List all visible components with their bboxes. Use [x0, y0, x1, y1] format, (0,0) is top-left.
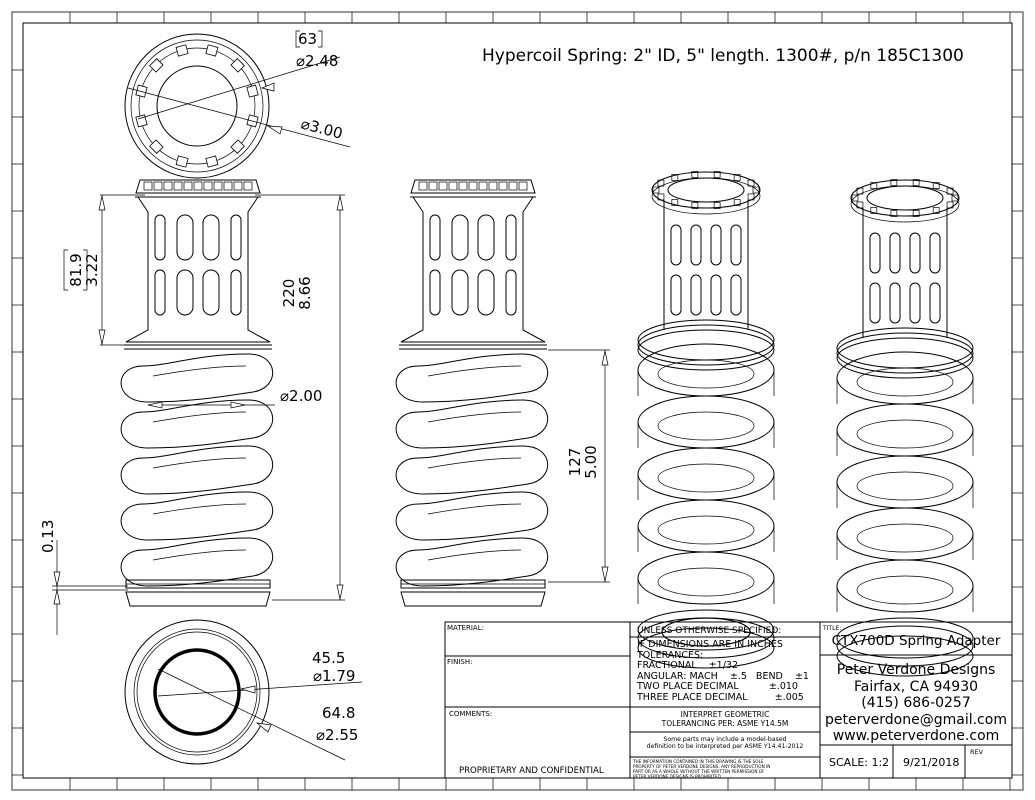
tolerance-line: IF DIMENSIONS ARE IN INCHES — [637, 639, 783, 650]
dim-overall-height: 220 8.66 — [280, 276, 314, 309]
isometric-view-1 — [637, 171, 775, 669]
company-address: Fairfax, CA 94930 — [853, 678, 979, 695]
date: 9/21/2018 — [903, 756, 960, 769]
dim-base-gap: 0.13 — [39, 520, 57, 553]
unless-specified: UNLESS OTHERWISE SPECIFIED: — [637, 626, 782, 636]
tolerances: IF DIMENSIONS ARE IN INCHES TOLERANCES: … — [637, 639, 809, 703]
notice-line: THE INFORMATION CONTAINED IN THIS DRAWIN… — [633, 759, 764, 764]
dim-top-inner-mm: 63 — [298, 30, 317, 48]
dim-top-inner-in: ⌀2.48 — [296, 52, 338, 70]
scale: SCALE: 1:2 — [829, 756, 890, 769]
dim-overall-height-mm: 220 — [280, 279, 298, 308]
material-label: MATERIAL: — [447, 624, 484, 632]
dim-bottom-inner-in: ⌀1.79 — [313, 667, 355, 685]
company-website: www.peterverdone.com — [832, 728, 1000, 744]
model-based-line-1: Some parts may include a model-based — [663, 736, 787, 743]
company-info: Peter Verdone Designs Fairfax, CA 94930 … — [820, 662, 1012, 745]
dim-adapter-height: 81.9 3.22 — [63, 249, 101, 291]
bottom-view — [124, 619, 363, 765]
front-view-assembly — [120, 179, 274, 607]
dim-spring-length-in: 5.00 — [582, 445, 600, 478]
notice-line: PART OR AS A WHOLE WITHOUT THE WRITTEN P… — [633, 769, 765, 774]
company-email: peterverdone@gmail.com — [825, 711, 1007, 728]
tolerance-line: FRACTIONAL ±1/32 — [637, 660, 738, 671]
title-block-grid — [444, 621, 1013, 779]
tolerance-line: TOLERANCES: — [637, 649, 704, 661]
title-label: TITLE: — [823, 625, 842, 632]
rev-label: REV — [970, 748, 984, 756]
tolerance-line: THREE PLACE DECIMAL ±.005 — [637, 691, 804, 703]
notice-line: PETER VERDONE DESIGNS IS PROHIBITED. — [633, 774, 723, 779]
comments-label: COMMENTS: — [449, 710, 493, 718]
dim-bottom-outer-in: ⌀2.55 — [316, 726, 358, 744]
company-phone: (415) 686-0257 — [861, 695, 971, 711]
model-based-line-2: definition to be interpreted per ASME Y1… — [646, 743, 804, 750]
border-zone-ticks — [12, 12, 1023, 790]
dim-adapter-height-mm: 81.9 — [67, 253, 85, 286]
dimension-lines — [52, 194, 610, 635]
company-name: Peter Verdone Designs — [836, 662, 996, 678]
part-title: CTX700D Spring Adapter — [831, 633, 1001, 649]
dim-bottom-inner-mm: 45.5 — [312, 649, 345, 667]
geometric-line-2: TOLERANCING PER: ASME Y14.5M — [661, 719, 789, 728]
dim-top-outer-in: ⌀3.00 — [299, 114, 345, 142]
dim-overall-height-in: 8.66 — [296, 276, 314, 309]
dim-spring-length-mm: 127 — [566, 448, 584, 477]
geometric-line-1: INTERPRET GEOMETRIC — [680, 710, 770, 719]
notice-line: PROPERTY OF PETER VERDONE DESIGNS. ANY R… — [633, 764, 771, 769]
tolerance-line: ANGULAR: MACH ±.5 BEND ±1 — [637, 670, 809, 682]
proprietary-notice: PROPRIETARY AND CONFIDENTIAL — [459, 766, 604, 776]
finish-label: FINISH: — [447, 658, 473, 666]
top-view — [124, 33, 351, 179]
tolerance-line: TWO PLACE DECIMAL ±.010 — [637, 681, 798, 692]
drawing-title: Hypercoil Spring: 2" ID, 5" length. 1300… — [482, 46, 964, 66]
dim-spring-length: 127 5.00 — [566, 445, 600, 478]
dim-bottom-outer-mm: 64.8 — [322, 704, 355, 722]
dim-adapter-height-in: 3.22 — [83, 253, 101, 286]
isometric-view-2 — [836, 179, 974, 677]
side-view-assembly — [395, 179, 549, 607]
dim-spring-id: ⌀2.00 — [280, 387, 322, 405]
